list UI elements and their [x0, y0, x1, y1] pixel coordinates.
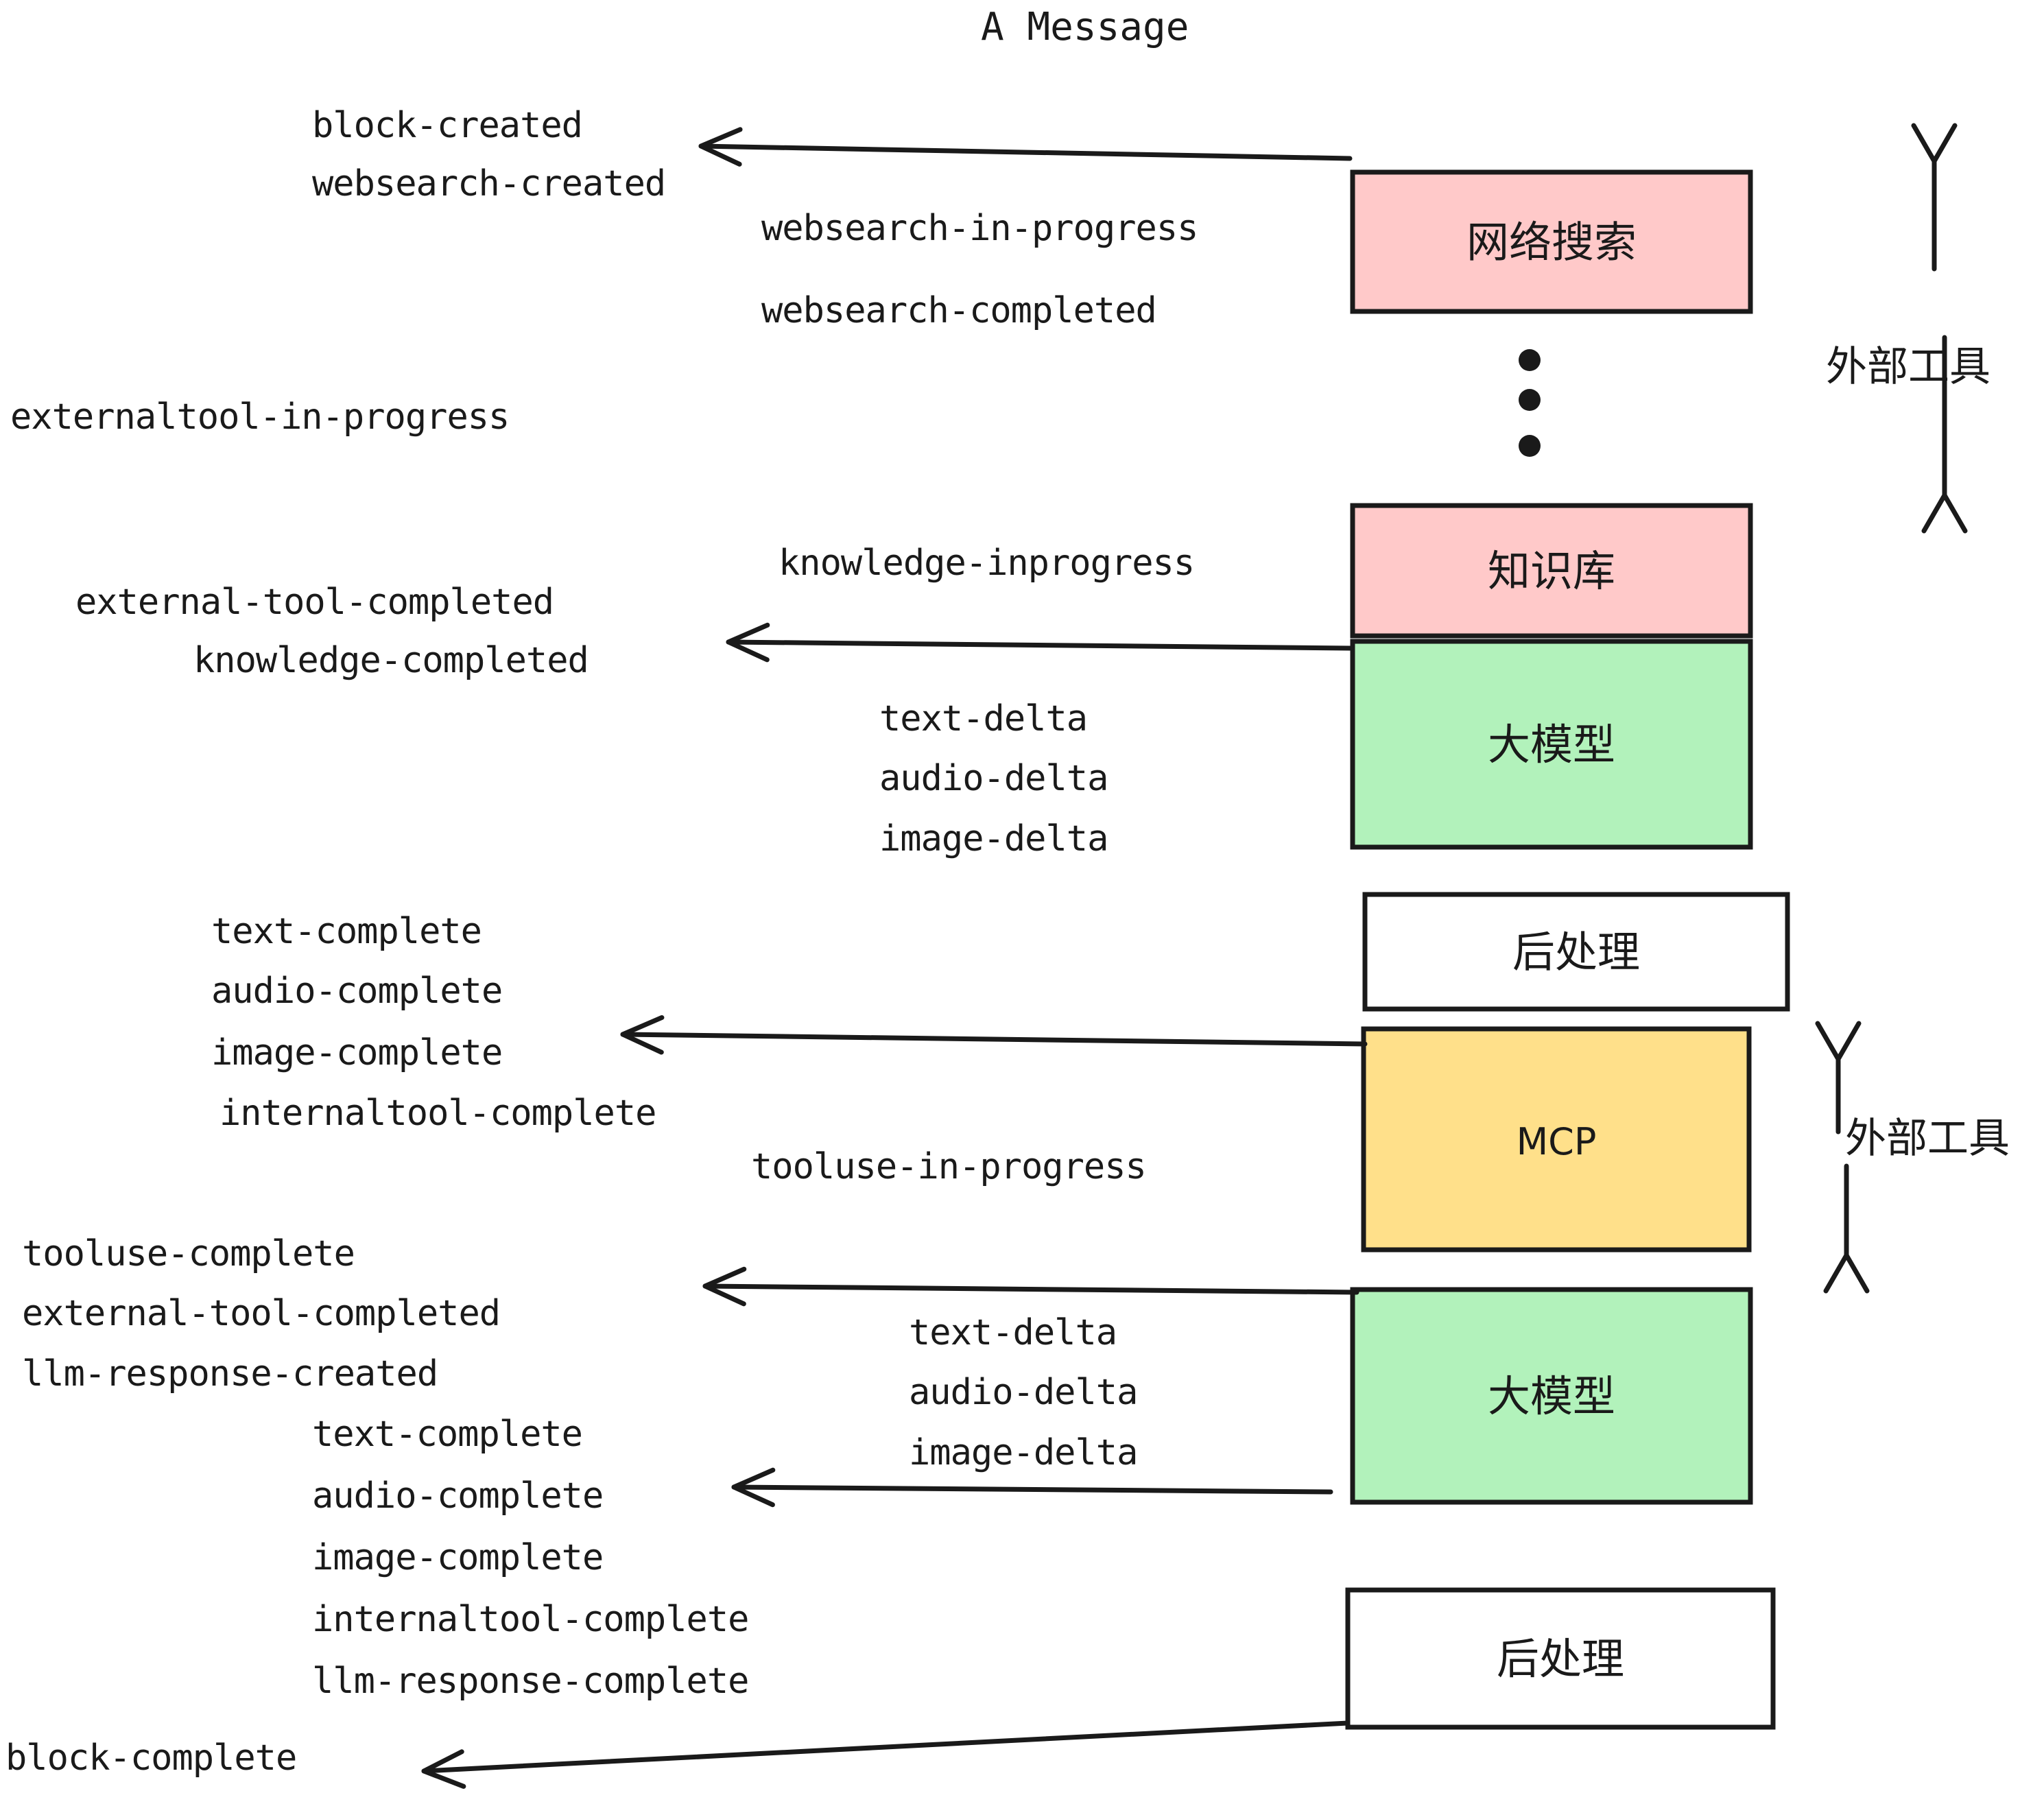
- box-knowledge: 知识库: [1350, 503, 1753, 639]
- arrow-audio-complete: [731, 1467, 1333, 1508]
- evt-knowledge-inprogress: knowledge-inprogress: [779, 543, 1194, 584]
- ellipsis-dot-3: [1519, 435, 1541, 457]
- external-tool-bottom-down-arrow-icon: [1823, 1163, 1870, 1294]
- arrow-block-created-head: [698, 127, 743, 167]
- arrow-knowledge-completed-head: [726, 622, 770, 663]
- box-llm-1-rect: [1350, 639, 1753, 850]
- flow-arrow-layer: [421, 127, 1368, 1789]
- box-llm-2-label: 大模型: [1488, 1371, 1615, 1421]
- evt-text-delta-2: text-delta: [909, 1312, 1117, 1353]
- box-mcp-rect: [1361, 1026, 1752, 1253]
- evt-audio-complete-2: audio-complete: [312, 1475, 603, 1517]
- arrow-block-created: [698, 127, 1353, 167]
- evt-block-created: block-created: [312, 105, 582, 146]
- arrow-block-created-shaft: [698, 143, 1353, 161]
- evt-audio-delta-2: audio-delta: [909, 1372, 1137, 1413]
- arrow-knowledge-completed-shaft: [726, 639, 1353, 651]
- box-websearch-rect: [1350, 169, 1753, 314]
- box-llm-2: 大模型: [1350, 1287, 1753, 1505]
- evt-websearch-completed: websearch-completed: [761, 290, 1156, 331]
- external-tool-bottom-label: 外部工具: [1845, 1115, 2010, 1163]
- event-label-layer: block-created websearch-created websearch-…: [5, 105, 1198, 1779]
- box-llm-1: 大模型: [1350, 639, 1753, 850]
- evt-tooluse-in-progress: tooluse-in-progress: [751, 1146, 1146, 1187]
- box-postprocess-1-label: 后处理: [1512, 927, 1640, 977]
- arrow-audio-complete-head: [731, 1467, 776, 1508]
- ellipsis-layer: [1519, 349, 1541, 457]
- ellipsis-dot-2: [1519, 389, 1541, 411]
- evt-text-complete-2: text-complete: [312, 1414, 582, 1455]
- arrow-external-tool-completed-head: [702, 1266, 747, 1307]
- box-mcp: MCP: [1361, 1026, 1752, 1253]
- ellipsis-dot-1: [1519, 349, 1541, 371]
- box-mcp-label: MCP: [1517, 1120, 1597, 1163]
- external-tool-bottom-up-arrow-icon-head: [1815, 1021, 1862, 1062]
- external-tool-top-down-arrow-icon-head: [1921, 492, 1968, 534]
- box-llm-2-rect: [1350, 1287, 1753, 1505]
- evt-tooluse-complete: tooluse-complete: [22, 1233, 355, 1274]
- external-tool-bottom-up-arrow-icon: [1815, 1021, 1862, 1135]
- evt-websearch-in-progress: websearch-in-progress: [761, 208, 1198, 249]
- box-postprocess-2-label: 后处理: [1497, 1634, 1624, 1684]
- arrow-block-complete-head: [421, 1749, 466, 1789]
- evt-internaltool-complete-2: internaltool-complete: [312, 1599, 748, 1640]
- evt-llm-response-created: llm-response-created: [22, 1353, 438, 1394]
- external-tool-top-down-arrow-icon: [1921, 335, 1968, 534]
- arrow-external-tool-completed-shaft: [702, 1283, 1359, 1295]
- evt-text-complete-1: text-complete: [211, 911, 482, 952]
- evt-image-delta-1: image-delta: [879, 818, 1108, 859]
- evt-externaltool-in-progress: externaltool-in-progress: [10, 396, 509, 438]
- box-postprocess-1: 后处理: [1362, 892, 1790, 1012]
- arrow-audio-complete-shaft: [731, 1484, 1333, 1495]
- arrow-image-complete-shaft: [620, 1032, 1368, 1047]
- box-knowledge-rect: [1350, 503, 1753, 639]
- evt-websearch-created: websearch-created: [312, 163, 665, 204]
- evt-audio-complete-1: audio-complete: [211, 971, 502, 1012]
- box-websearch-label: 网络搜索: [1466, 217, 1637, 268]
- arrow-image-complete: [620, 1014, 1368, 1055]
- evt-external-tool-completed-2: external-tool-completed: [22, 1293, 500, 1334]
- external-tool-bottom-down-arrow-icon-head: [1823, 1253, 1870, 1294]
- box-websearch: 网络搜索: [1350, 169, 1753, 314]
- external-tool-top-up-arrow-icon-head: [1911, 123, 1958, 164]
- evt-audio-delta-1: audio-delta: [879, 758, 1108, 799]
- external-tool-top-up-arrow-icon: [1911, 123, 1958, 272]
- box-knowledge-label: 知识库: [1488, 546, 1615, 596]
- external-tool-top-label: 外部工具: [1826, 343, 1990, 391]
- external-tool-bottom: 外部工具: [1815, 1021, 2010, 1294]
- box-postprocess-1-rect: [1362, 892, 1790, 1012]
- box-postprocess-2: 后处理: [1345, 1587, 1776, 1730]
- box-postprocess-2-rect: [1345, 1587, 1776, 1730]
- evt-external-tool-completed-1: external-tool-completed: [75, 582, 554, 623]
- evt-text-delta-1: text-delta: [879, 698, 1087, 739]
- evt-block-complete: block-complete: [5, 1737, 296, 1779]
- evt-image-complete-1: image-complete: [211, 1032, 502, 1073]
- evt-image-delta-2: image-delta: [909, 1432, 1137, 1473]
- arrow-knowledge-completed: [726, 622, 1353, 663]
- box-llm-1-label: 大模型: [1488, 720, 1615, 770]
- arrow-block-complete-shaft: [421, 1720, 1351, 1774]
- external-tool-top: 外部工具: [1826, 123, 1990, 534]
- arrow-external-tool-completed: [702, 1266, 1359, 1307]
- arrow-block-complete: [421, 1720, 1351, 1789]
- page-title: A Message: [981, 5, 1189, 49]
- evt-llm-response-complete: llm-response-complete: [312, 1661, 748, 1702]
- evt-image-complete-2: image-complete: [312, 1537, 603, 1578]
- arrow-image-complete-head: [620, 1014, 665, 1055]
- evt-internaltool-complete-1: internaltool-complete: [219, 1093, 656, 1134]
- evt-knowledge-completed: knowledge-completed: [193, 640, 589, 681]
